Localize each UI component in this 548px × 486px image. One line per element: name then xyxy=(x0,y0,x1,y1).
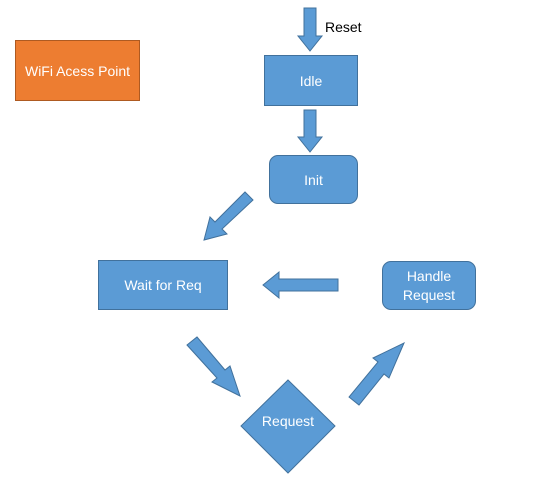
state-idle: Idle xyxy=(264,55,358,106)
state-request-diamond xyxy=(240,379,336,474)
state-init: Init xyxy=(269,155,358,204)
wifi-access-point-label: WiFi Acess Point xyxy=(24,62,131,79)
state-handle-request: Handle Request xyxy=(382,261,476,310)
reset-label: Reset xyxy=(325,19,362,35)
state-handle-request-label-line1: Handle xyxy=(406,267,452,284)
arrow-handle-to-wait xyxy=(262,270,339,300)
arrow-wait-to-request xyxy=(186,336,241,397)
arrow-reset-to-idle xyxy=(296,7,324,52)
arrow-idle-to-init xyxy=(296,109,324,153)
state-wait-for-req: Wait for Req xyxy=(98,260,228,310)
state-handle-request-label-line2: Request xyxy=(402,286,456,303)
state-request-label: Request xyxy=(261,413,315,429)
state-wait-for-req-label: Wait for Req xyxy=(124,277,202,293)
state-idle-label: Idle xyxy=(299,72,323,89)
arrow-init-to-wait xyxy=(203,191,254,241)
arrow-request-to-handle xyxy=(348,341,405,406)
wifi-access-point-box: WiFi Acess Point xyxy=(15,40,140,101)
state-init-label: Init xyxy=(304,171,323,188)
